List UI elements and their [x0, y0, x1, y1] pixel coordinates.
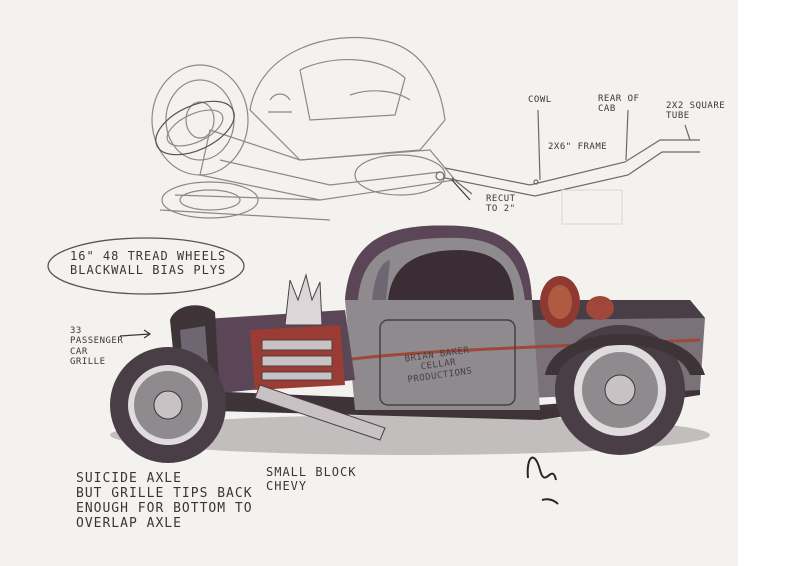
artist-signature	[526, 456, 559, 505]
rear-of-cab-label: REAR OF CAB	[598, 94, 640, 115]
cowl-label: COWL	[528, 95, 552, 105]
frame-label: 2x6" FRAME	[548, 142, 608, 152]
suicide-axle-note: SUICIDE AXLE BUT GRILLE TIPS BACK ENOUGH…	[76, 471, 253, 531]
square-tube-label: 2x2 SQUARE TUBE	[666, 101, 726, 122]
wheel-spec-note: 16" 48 TREAD WHEELS BLACKWALL BIAS PLYS	[70, 249, 227, 277]
engine-note: SMALL BLOCK CHEVY	[266, 465, 357, 493]
frame-diagram	[435, 109, 700, 197]
pencil-sketch-rear-view	[151, 36, 457, 221]
paper-artifact	[561, 189, 623, 225]
recut-label: RECUT TO 2"	[486, 194, 516, 215]
hot-rod-truck	[110, 225, 710, 463]
annotation-arrows	[119, 179, 471, 339]
scan-margin	[738, 0, 800, 566]
grille-note: 33 PASSENGER CAR GRILLE	[70, 326, 124, 368]
wheel-note-bubble	[47, 237, 245, 295]
